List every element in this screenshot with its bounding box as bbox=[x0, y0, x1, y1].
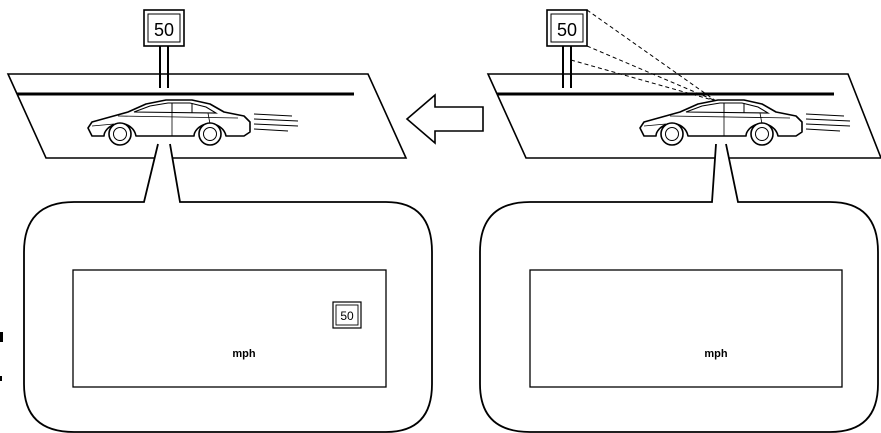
display-unit-left: mph bbox=[232, 348, 256, 360]
camera-detection-lines bbox=[570, 9, 717, 102]
edge-marks bbox=[0, 332, 3, 381]
display-sign-icon-left bbox=[332, 301, 362, 329]
display-unit-right: mph bbox=[704, 348, 728, 360]
speed-limit-sign-left-value: 50 bbox=[154, 20, 174, 40]
speed-limit-sign-right-value: 50 bbox=[557, 20, 577, 40]
left-scene: 50 50 mph bbox=[6, 9, 433, 433]
arrow-left bbox=[405, 93, 484, 145]
speed-limit-sign-left bbox=[143, 9, 185, 47]
instrument-display-right bbox=[529, 269, 843, 388]
speed-limit-sign-right bbox=[546, 9, 588, 47]
display-sign-left-value: 50 bbox=[340, 309, 354, 323]
right-scene: 50 mph bbox=[479, 9, 881, 433]
